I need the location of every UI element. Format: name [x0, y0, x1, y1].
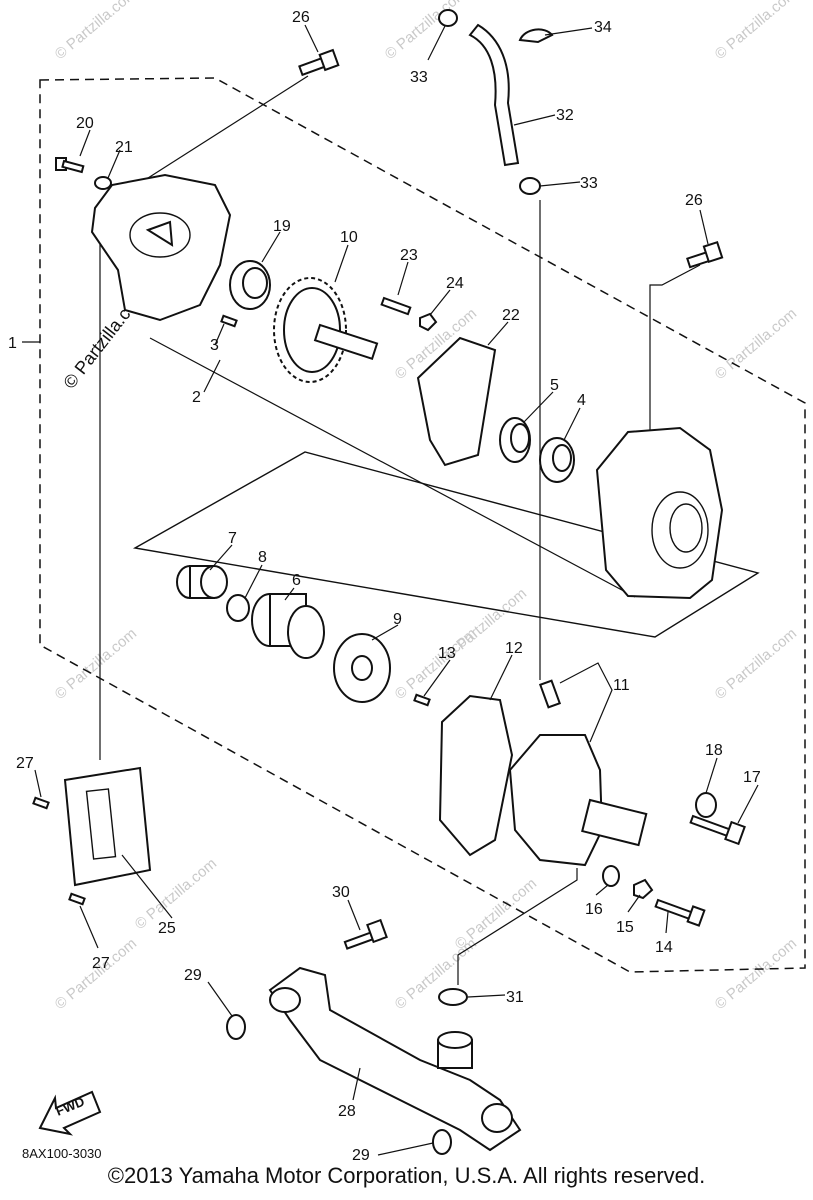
callout-1: 1 [8, 335, 17, 352]
callout-11: 11 [613, 677, 630, 694]
callout-9: 9 [393, 611, 402, 628]
callout-27: 27 [16, 755, 34, 772]
o-ring-29-b [432, 1129, 452, 1155]
callout-33-top: 33 [410, 69, 428, 86]
bearing-19 [229, 260, 271, 310]
copyright-notice: ©2013 Yamaha Motor Corporation, U.S.A. A… [107, 1163, 706, 1188]
callout-7: 7 [228, 530, 237, 547]
callout-32: 32 [556, 107, 574, 124]
callout-27-b: 27 [92, 955, 110, 972]
callout-6: 6 [292, 572, 301, 589]
watermark: © Partzilla.com [712, 0, 800, 63]
callout-5: 5 [550, 377, 559, 394]
hose-32 [468, 23, 520, 167]
cover-housing [90, 173, 232, 322]
callout-14: 14 [655, 939, 673, 956]
bolt-26-top [147, 48, 340, 179]
pin-27-b [68, 892, 86, 906]
nut-15 [633, 878, 654, 900]
pipe-28 [268, 966, 522, 1152]
callout-10: 10 [340, 229, 358, 246]
callout-26-right: 26 [685, 192, 703, 209]
callout-8: 8 [258, 549, 267, 566]
gasket-12 [438, 694, 514, 857]
bolt-14 [654, 898, 706, 927]
callout-3: 3 [210, 337, 219, 354]
clamp-33-top [438, 9, 458, 27]
pin-27-a [32, 796, 50, 810]
callout-23: 23 [400, 247, 418, 264]
fwd-arrow-icon: FWD [38, 1090, 102, 1136]
seal-kit-outline [132, 451, 760, 638]
leader-26-right [649, 264, 701, 470]
assembly-outline [39, 77, 806, 973]
callout-30: 30 [332, 884, 350, 901]
impeller-9 [333, 633, 391, 703]
leader-31 [457, 868, 578, 985]
watermark: © Partzilla.com [382, 0, 470, 63]
clip-34 [518, 28, 554, 44]
callout-12: 12 [505, 640, 523, 657]
callout-31: 31 [506, 989, 524, 1006]
callout-29-b: 29 [352, 1147, 370, 1164]
callout-22: 22 [502, 307, 520, 324]
callout-13: 13 [438, 645, 456, 662]
callout-19: 19 [273, 218, 291, 235]
watermark: © Partzilla.com [52, 935, 140, 1013]
watermark: © Partzilla.com [452, 875, 540, 953]
callout-29: 29 [184, 967, 202, 984]
washer-16 [602, 865, 620, 887]
washer-18 [695, 792, 717, 818]
leader-lines [34, 24, 759, 1156]
gear-shaft-10 [273, 277, 379, 383]
pin-13 [413, 693, 431, 707]
callout-25: 25 [158, 920, 176, 937]
callout-16: 16 [585, 901, 603, 918]
pump-housing [595, 426, 724, 600]
callout-28: 28 [338, 1103, 356, 1120]
clamp-33 [519, 177, 541, 195]
gasket-25 [63, 766, 152, 887]
callout-26: 26 [292, 9, 310, 26]
callout-20: 20 [76, 115, 94, 132]
diagram-code: 8AX100-3030 [22, 1146, 102, 1161]
bolt-20 [55, 157, 85, 174]
watermark: © Partzilla.com [52, 0, 140, 63]
watermark: © Partzilla.com [712, 305, 800, 383]
o-ring-31 [438, 988, 468, 1006]
plate-22 [416, 336, 497, 467]
shaft-axis [149, 337, 636, 598]
callouts: 26 20 21 19 10 23 24 22 1 3 2 5 4 26 33 … [8, 9, 761, 1164]
watermark: © Partzilla.com [52, 625, 140, 703]
mechanical-seal-6 [251, 593, 325, 659]
watermark: © Partzilla.com [712, 935, 800, 1013]
bolt-23 [380, 296, 412, 316]
bearing-4 [539, 437, 575, 483]
callout-21: 21 [115, 139, 133, 156]
callout-24: 24 [446, 275, 464, 292]
o-ring-29-a [226, 1014, 246, 1040]
washer-21 [94, 176, 112, 190]
seal-5 [499, 417, 531, 463]
callout-2: 2 [192, 389, 201, 406]
callout-4: 4 [577, 392, 586, 409]
callout-15: 15 [616, 919, 634, 936]
bolt-17 [689, 814, 746, 846]
pump-cover-11 [508, 679, 648, 867]
washer-8 [226, 594, 250, 622]
nut-24 [419, 312, 438, 332]
bolt-26-right [686, 240, 724, 269]
collar-7 [176, 565, 228, 599]
callout-17: 17 [743, 769, 761, 786]
pin-2 [220, 314, 238, 328]
callout-18: 18 [705, 742, 723, 759]
callout-34: 34 [594, 19, 612, 36]
callout-33: 33 [580, 175, 598, 192]
bolt-30 [343, 918, 388, 950]
watermark: © Partzilla.com [712, 625, 800, 703]
